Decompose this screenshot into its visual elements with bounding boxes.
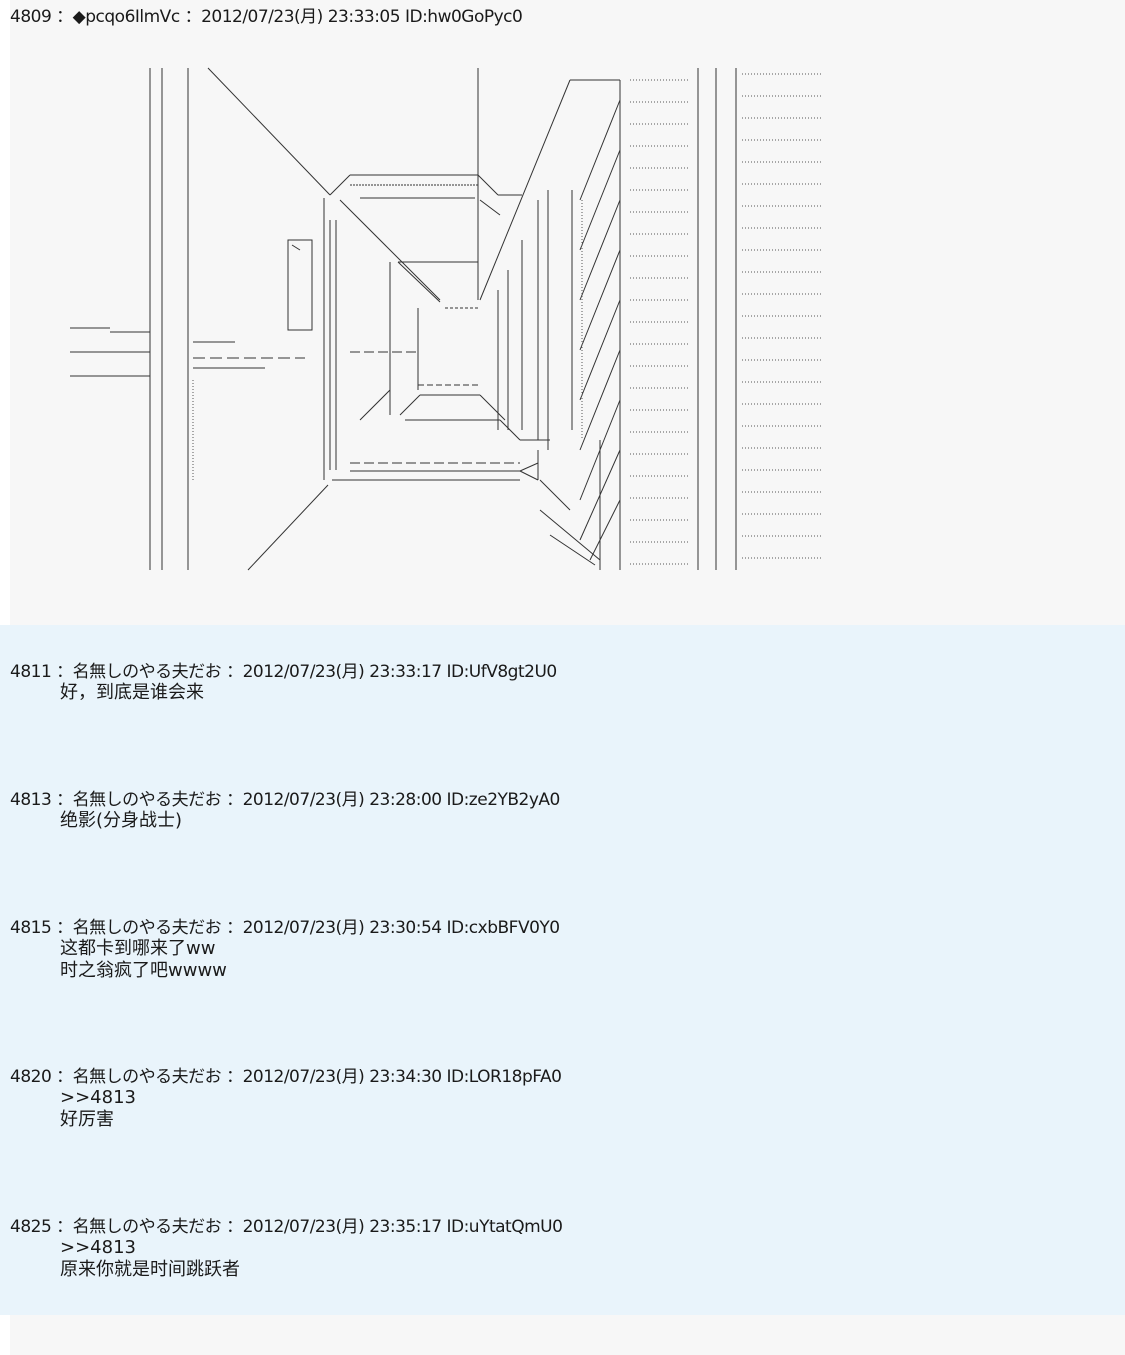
post-body-line: 原来你就是时间跳跃者	[60, 1259, 240, 1280]
reply-post: 4820 ：名無しのやる夫だお ：2012/07/23(月) 23:34:30 …	[10, 1062, 562, 1131]
reply-post: 4815 ：名無しのやる夫だお ：2012/07/23(月) 23:30:54 …	[10, 913, 560, 982]
reply-anchor-link[interactable]: >>4813	[60, 1087, 136, 1108]
post-body-line: 好厉害	[60, 1109, 114, 1130]
post-header: 4825 ：名無しのやる夫だお ：2012/07/23(月) 23:35:17 …	[10, 1217, 563, 1237]
page-footer-area	[10, 1315, 1125, 1355]
post-header: 4809 ：◆pcqo6IlmVc ：2012/07/23(月) 23:33:0…	[10, 7, 523, 27]
ascii-art-corridor-illustration	[70, 67, 822, 571]
reply-post: 4813 ：名無しのやる夫だお ：2012/07/23(月) 23:28:00 …	[10, 785, 560, 832]
post-header: 4811 ：名無しのやる夫だお ：2012/07/23(月) 23:33:17 …	[10, 662, 557, 682]
replies-section: 4811 ：名無しのやる夫だお ：2012/07/23(月) 23:33:17 …	[0, 625, 1125, 1315]
post-body-line: 好，到底是谁会来	[60, 682, 204, 703]
reply-post: 4811 ：名無しのやる夫だお ：2012/07/23(月) 23:33:17 …	[10, 657, 557, 704]
post-header: 4820 ：名無しのやる夫だお ：2012/07/23(月) 23:34:30 …	[10, 1067, 562, 1087]
reply-post: 4825 ：名無しのやる夫だお ：2012/07/23(月) 23:35:17 …	[10, 1212, 563, 1281]
main-post: 4809 ：◆pcqo6IlmVc ：2012/07/23(月) 23:33:0…	[10, 0, 1125, 625]
post-header: 4813 ：名無しのやる夫だお ：2012/07/23(月) 23:28:00 …	[10, 790, 560, 810]
post-body-line: 时之翁疯了吧wwww	[60, 960, 227, 981]
post-header: 4815 ：名無しのやる夫だお ：2012/07/23(月) 23:30:54 …	[10, 918, 560, 938]
post-body-line: 绝影(分身战士)	[60, 810, 183, 831]
post-body-line: 这都卡到哪来了ww	[60, 938, 216, 959]
reply-anchor-link[interactable]: >>4813	[60, 1237, 136, 1258]
